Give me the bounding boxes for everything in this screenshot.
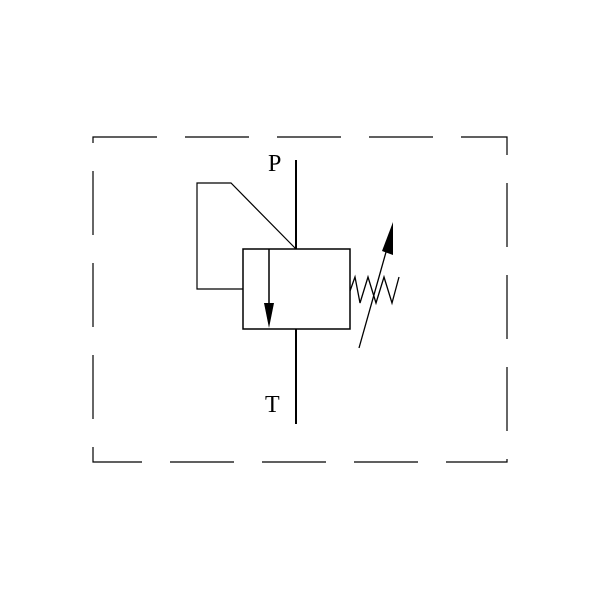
valve-body — [242, 248, 351, 330]
port-label-p: P — [268, 151, 281, 177]
port-label-t: T — [265, 392, 280, 418]
flow-arrow-head — [264, 303, 274, 328]
adjust-arrow-shaft — [358, 244, 389, 349]
adjust-arrow-head — [382, 222, 393, 255]
spring-icon — [349, 274, 400, 306]
dashed-enclosure — [92, 136, 508, 463]
pilot-line — [196, 182, 297, 290]
